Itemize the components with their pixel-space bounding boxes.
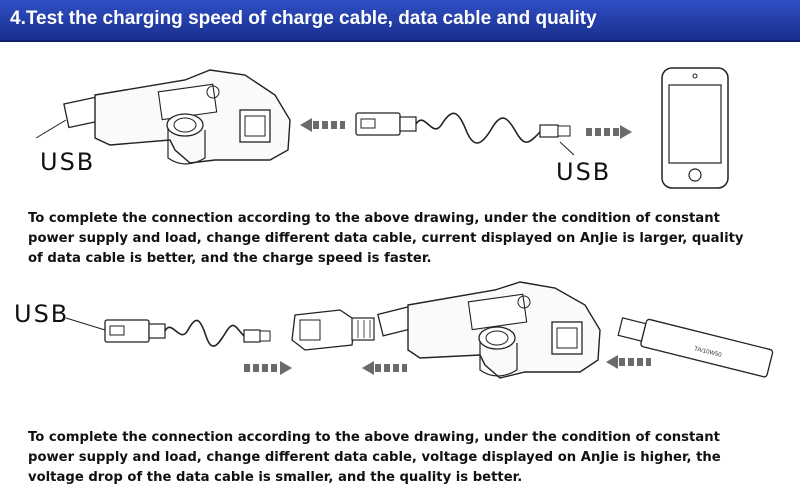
usb-tester-device [63,69,291,165]
arrow-left-1 [300,118,345,132]
usb-cable-2 [104,319,271,347]
instruction-paragraph-voltage: To complete the connection according to … [28,428,721,488]
paragraph-line: power supply and load, change different … [28,450,721,465]
arrow-right-1 [586,125,632,139]
arrow-left-2 [244,361,292,375]
usb-adapter [291,309,375,351]
header-banner: 4.Test the charging speed of charge cabl… [0,0,800,42]
usb-cable-1 [355,112,571,144]
arrow-left-3 [362,361,407,375]
usb-label-left: USB [40,148,96,176]
usb-label-right: USB [556,158,612,186]
paragraph-line: voltage drop of the data cable is smalle… [28,470,523,485]
smartphone [661,67,729,189]
paragraph-line: of data cable is better, and the charge … [28,251,432,266]
instruction-paragraph-current: To complete the connection according to … [28,209,744,269]
paragraph-line: To complete the connection according to … [28,430,720,445]
page-title: 4.Test the charging speed of charge cabl… [10,8,597,29]
paragraph-line: To complete the connection according to … [28,211,720,226]
usb-tester-device-2 [377,281,601,379]
load-resistor-stick: TA/10W50 [617,317,774,378]
paragraph-line: power supply and load, change different … [28,231,744,246]
arrow-left-4 [606,355,651,369]
usb-label-diagram2: USB [14,300,70,328]
